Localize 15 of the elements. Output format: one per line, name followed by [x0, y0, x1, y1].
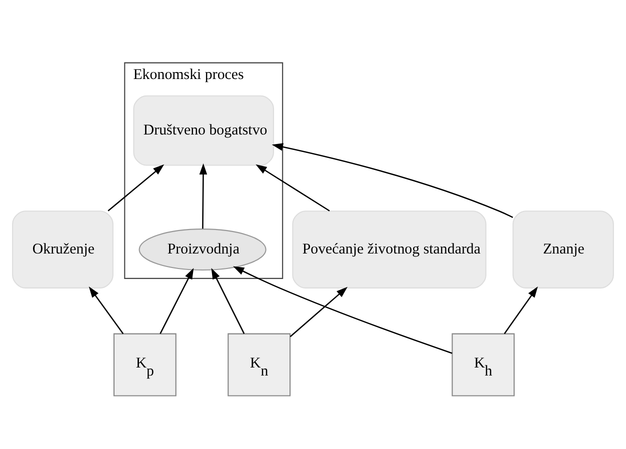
arrow: [504, 286, 538, 334]
node-box: Okruženje: [12, 210, 114, 288]
node-box: Znanje: [512, 210, 614, 288]
node-box: Povećanje životnog standarda: [292, 210, 486, 288]
arrow: [108, 164, 164, 211]
arrow: [199, 162, 208, 228]
arrow: [290, 286, 348, 337]
arrow: [256, 164, 330, 211]
arrow: [272, 142, 514, 218]
node-ellipse: Proizvodnja: [138, 228, 266, 270]
arrow: [88, 286, 124, 334]
arrow: [233, 266, 452, 354]
node-box: Društveno bogatstvo: [133, 94, 274, 166]
arrow: [211, 268, 245, 334]
arrow: [160, 268, 194, 334]
